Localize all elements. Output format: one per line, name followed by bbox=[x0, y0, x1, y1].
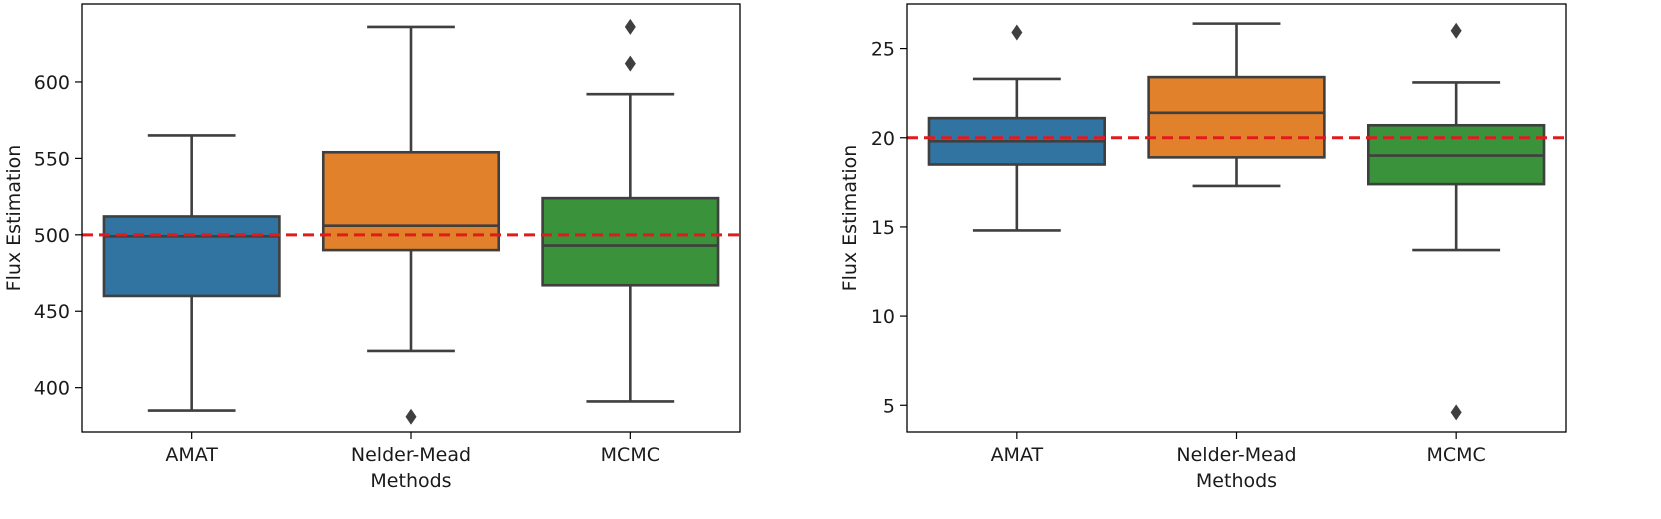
outlier-point bbox=[624, 18, 636, 35]
outlier-point bbox=[1450, 404, 1462, 421]
x-axis-label: Methods bbox=[1196, 470, 1277, 492]
y-tick-label: 15 bbox=[871, 217, 895, 239]
y-tick-label: 600 bbox=[34, 72, 70, 94]
y-axis-label: Flux Estimation bbox=[3, 145, 25, 292]
x-tick-label: Nelder-Mead bbox=[1176, 444, 1296, 466]
x-tick-label: AMAT bbox=[991, 444, 1044, 466]
y-tick-label: 10 bbox=[871, 306, 895, 328]
outlier-point bbox=[624, 55, 636, 72]
box-nelder-mead bbox=[1147, 22, 1326, 188]
x-tick-label: MCMC bbox=[1427, 444, 1486, 466]
box-body bbox=[102, 215, 281, 298]
x-tick-label: AMAT bbox=[165, 444, 218, 466]
x-tick-label: MCMC bbox=[601, 444, 660, 466]
box-mcmc bbox=[1367, 22, 1546, 421]
y-tick-label: 450 bbox=[34, 301, 70, 323]
y-tick-label: 20 bbox=[871, 128, 895, 150]
box-body bbox=[541, 196, 720, 287]
box-nelder-mead bbox=[321, 25, 501, 425]
x-axis-label: Methods bbox=[370, 470, 451, 492]
box-mcmc bbox=[541, 18, 720, 403]
y-axis-label: Flux Estimation bbox=[839, 145, 861, 292]
y-tick-label: 5 bbox=[883, 395, 895, 417]
box-body bbox=[1147, 75, 1326, 159]
x-tick-label: Nelder-Mead bbox=[351, 444, 471, 466]
y-tick-label: 25 bbox=[871, 39, 895, 61]
outlier-point bbox=[1450, 22, 1462, 39]
y-tick-label: 500 bbox=[34, 225, 70, 247]
box-amat bbox=[102, 134, 281, 412]
outlier-point bbox=[1011, 24, 1023, 41]
y-tick-label: 550 bbox=[34, 148, 70, 170]
y-tick-label: 400 bbox=[34, 378, 70, 400]
outlier-point bbox=[405, 408, 417, 425]
box-amat bbox=[927, 24, 1107, 232]
